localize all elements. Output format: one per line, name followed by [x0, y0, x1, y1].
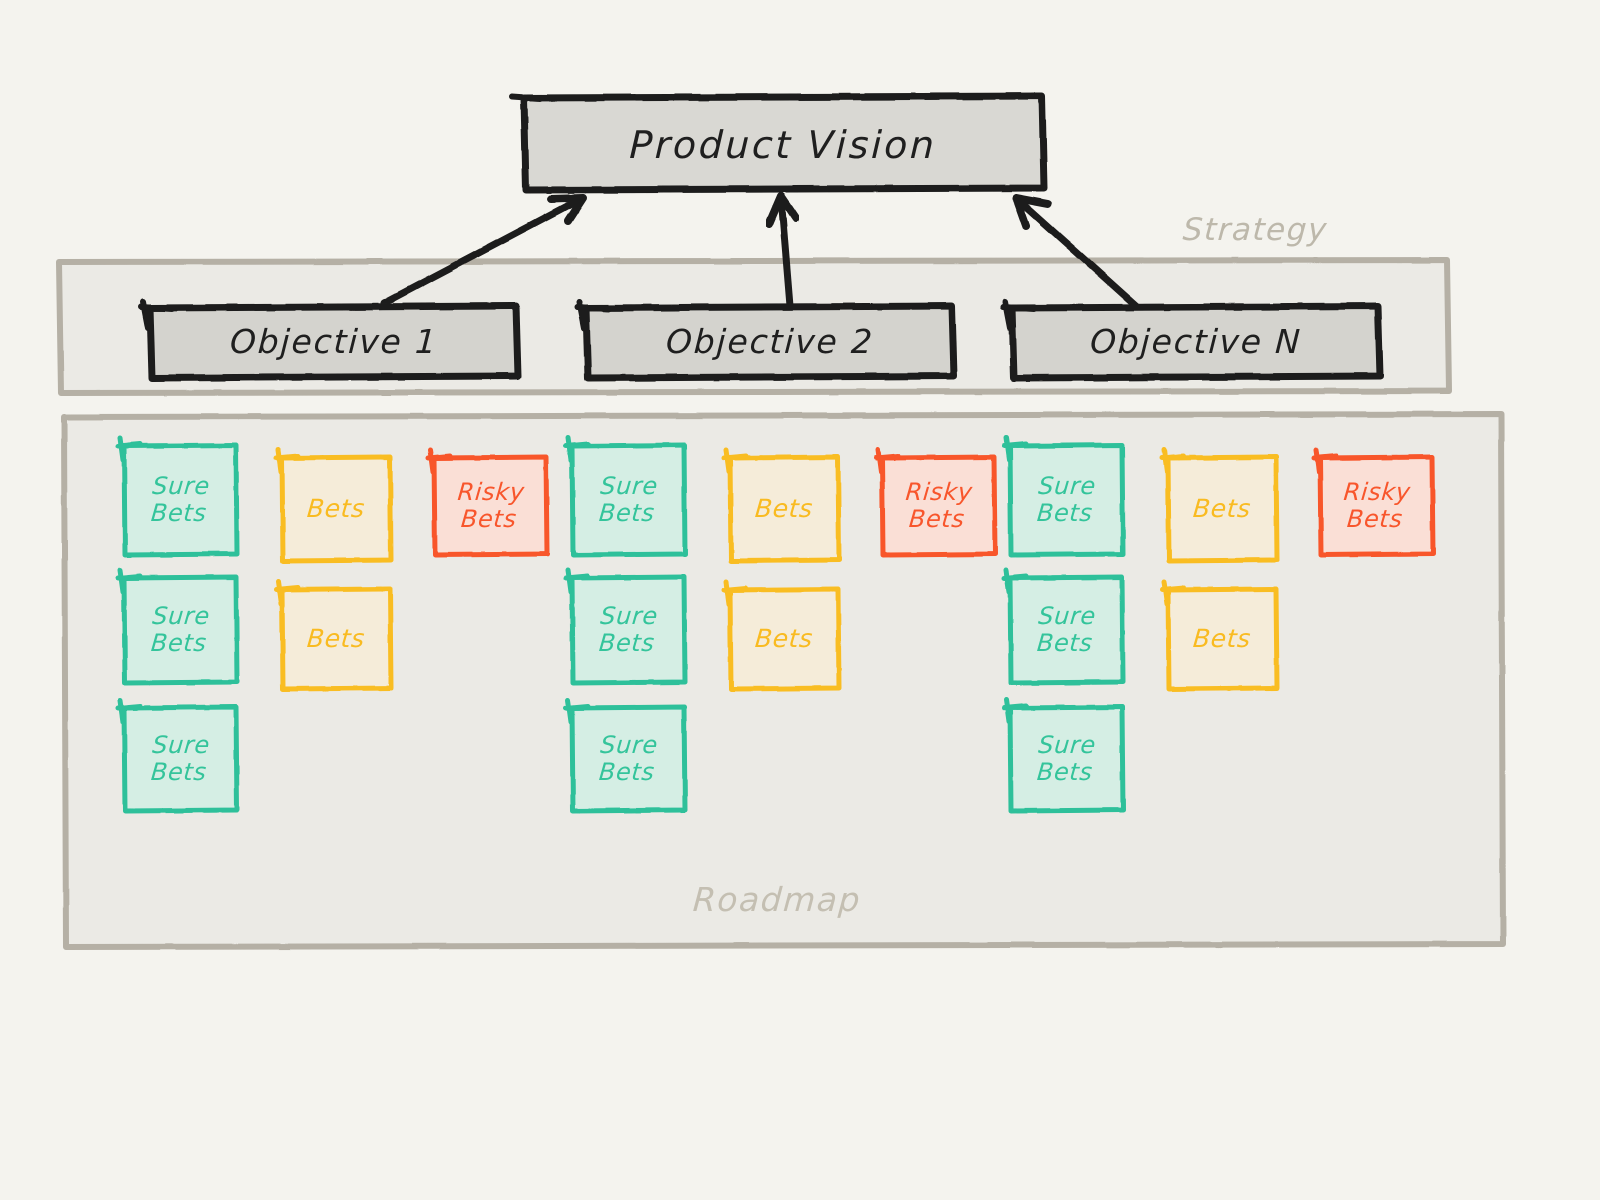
roadmap-card-risky[interactable] [1311, 447, 1436, 558]
roadmap-card-bets[interactable] [721, 447, 842, 564]
roadmap-card-sure[interactable] [563, 697, 688, 814]
roadmap-card-shapes [115, 435, 1436, 814]
roadmap-card-sure[interactable] [115, 697, 240, 814]
roadmap-card-bets[interactable] [273, 579, 394, 692]
roadmap-card-sure[interactable] [563, 435, 688, 558]
product-vision-box[interactable] [509, 92, 1048, 194]
objective-box-1[interactable] [138, 299, 522, 382]
arrow-objective-n-to-vision [1012, 194, 1147, 316]
objective-box-n[interactable] [1000, 299, 1384, 382]
arrow-objective-1-to-vision [380, 194, 587, 307]
objective-box-2[interactable] [574, 299, 958, 382]
roadmap-card-bets[interactable] [1159, 447, 1280, 564]
roadmap-card-bets[interactable] [273, 447, 394, 564]
roadmap-card-sure[interactable] [115, 567, 240, 686]
roadmap-card-bets[interactable] [1159, 579, 1280, 692]
roadmap-card-sure[interactable] [1001, 435, 1126, 558]
roadmap-card-sure[interactable] [563, 567, 688, 686]
roadmap-card-sure[interactable] [1001, 567, 1126, 686]
roadmap-card-sure[interactable] [115, 435, 240, 558]
arrow-objective-2-to-vision [765, 192, 800, 310]
roadmap-card-risky[interactable] [873, 447, 998, 558]
roadmap-card-risky[interactable] [425, 447, 550, 558]
roadmap-card-bets[interactable] [721, 579, 842, 692]
roadmap-card-sure[interactable] [1001, 697, 1126, 814]
